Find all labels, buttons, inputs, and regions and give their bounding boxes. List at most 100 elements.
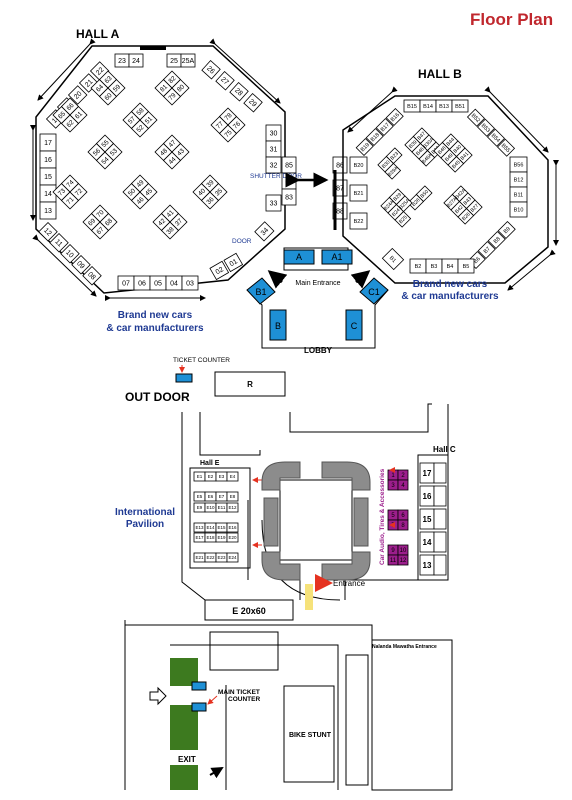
booth-e20: [226, 532, 239, 543]
booth-e4: [226, 471, 239, 482]
booth-label: B40: [453, 144, 464, 155]
booth-e16: [226, 522, 239, 533]
booth-label: 88: [336, 208, 344, 215]
booth-label: 16: [423, 492, 432, 501]
booth-label: B5: [463, 264, 470, 270]
booth-label: 47: [168, 139, 178, 149]
booth-label: 64: [95, 83, 105, 93]
booth-label: 9: [391, 548, 395, 554]
booth-label: 80: [176, 83, 186, 93]
booth-label: 21: [84, 78, 95, 89]
booth-label: 65: [57, 110, 67, 120]
booth-label: B3: [431, 264, 438, 270]
booth-label: E4: [230, 474, 236, 479]
booth-label: 69: [87, 217, 97, 227]
booth-a-label: A: [296, 252, 302, 262]
booth-label: B9: [503, 226, 512, 235]
booth-label: E12: [228, 505, 237, 510]
booth-02: [209, 260, 230, 281]
booth-label: E13: [195, 525, 204, 530]
booth-label: B2: [415, 264, 422, 270]
booth-b9: [497, 220, 516, 240]
booth-label: 68: [104, 217, 114, 227]
booth-label: 37: [174, 217, 184, 227]
booth-label: B49: [444, 152, 455, 163]
booth-76: [227, 115, 246, 135]
booth-label: B11: [514, 192, 523, 198]
booth-label: 42: [157, 217, 167, 227]
booth-label: 81: [159, 83, 169, 93]
booth-label: 71: [66, 196, 76, 206]
booth-28: [229, 81, 249, 102]
booth-a: [283, 249, 315, 265]
booth-51: [139, 110, 158, 130]
booth-label: 27: [219, 76, 230, 86]
booth-label: 66: [66, 102, 76, 112]
booth-label: 54: [101, 156, 111, 166]
booth-label: E17: [195, 535, 204, 540]
green-area: [170, 765, 198, 790]
hall-c-outline: [417, 454, 449, 581]
booth-label: 40: [197, 187, 207, 197]
central-court: [261, 461, 371, 581]
booth-label: 1: [391, 473, 395, 479]
booth-label: B10: [514, 207, 524, 213]
door-label: DOOR: [232, 238, 252, 245]
booth-label: 79: [168, 92, 178, 102]
booth-33: [265, 194, 282, 212]
booth-c1: [359, 277, 389, 305]
exit-label: EXIT: [178, 755, 196, 764]
booth-label: 72: [74, 187, 84, 197]
booth-b20: [349, 156, 368, 174]
booth-a1-label: A1: [331, 252, 342, 262]
booth-: [433, 485, 447, 507]
booth-label: 60: [104, 92, 114, 102]
booth-label: 11: [53, 238, 63, 248]
booth-c-label: C: [351, 321, 358, 331]
booth-b50: [415, 185, 433, 203]
booth-label: B15: [407, 104, 417, 110]
booth-label: 2: [401, 473, 405, 479]
booth-label: E15: [217, 525, 226, 530]
booth-label: 3: [391, 483, 395, 489]
booth-label: B7: [483, 246, 492, 255]
booth-label: 14: [423, 538, 432, 547]
booth-label: B51: [455, 104, 465, 110]
booth-label: 17: [423, 469, 432, 478]
booth-label: B19: [360, 142, 371, 153]
entrance-arrow: [350, 270, 371, 289]
mawatha-entrance-label: Nalanda Mawatha Entrance: [372, 644, 437, 650]
booth-label: B29: [392, 192, 403, 203]
booth-b21: [349, 184, 368, 202]
booth-label: B39: [408, 139, 419, 150]
booth-label: 14: [44, 191, 52, 198]
booth-label: 49: [136, 179, 146, 189]
booth-4: [397, 479, 409, 491]
booth-label: B12: [514, 177, 524, 183]
booth-label: 6: [401, 513, 405, 519]
booth-label: E8: [230, 494, 236, 499]
booth-label: E10: [206, 505, 215, 510]
booth-label: B27: [470, 203, 481, 214]
booth-label: B52: [470, 113, 481, 124]
booth-: [433, 531, 447, 553]
booth-09: [71, 254, 91, 275]
booth-25a: [180, 53, 196, 68]
booth-12: [38, 221, 58, 242]
booth-label: B21: [354, 191, 364, 197]
e20x60-label: E 20x60: [232, 606, 266, 616]
booth-label: E14: [206, 525, 215, 530]
shutter-door-label: SHUTTER DOOR: [250, 173, 302, 180]
booth-label: B24: [391, 207, 402, 218]
booth-b1: [246, 277, 276, 305]
booth-label: 05: [154, 280, 162, 287]
booth-label: 04: [170, 280, 178, 287]
page-title: Floor Plan: [470, 10, 554, 29]
